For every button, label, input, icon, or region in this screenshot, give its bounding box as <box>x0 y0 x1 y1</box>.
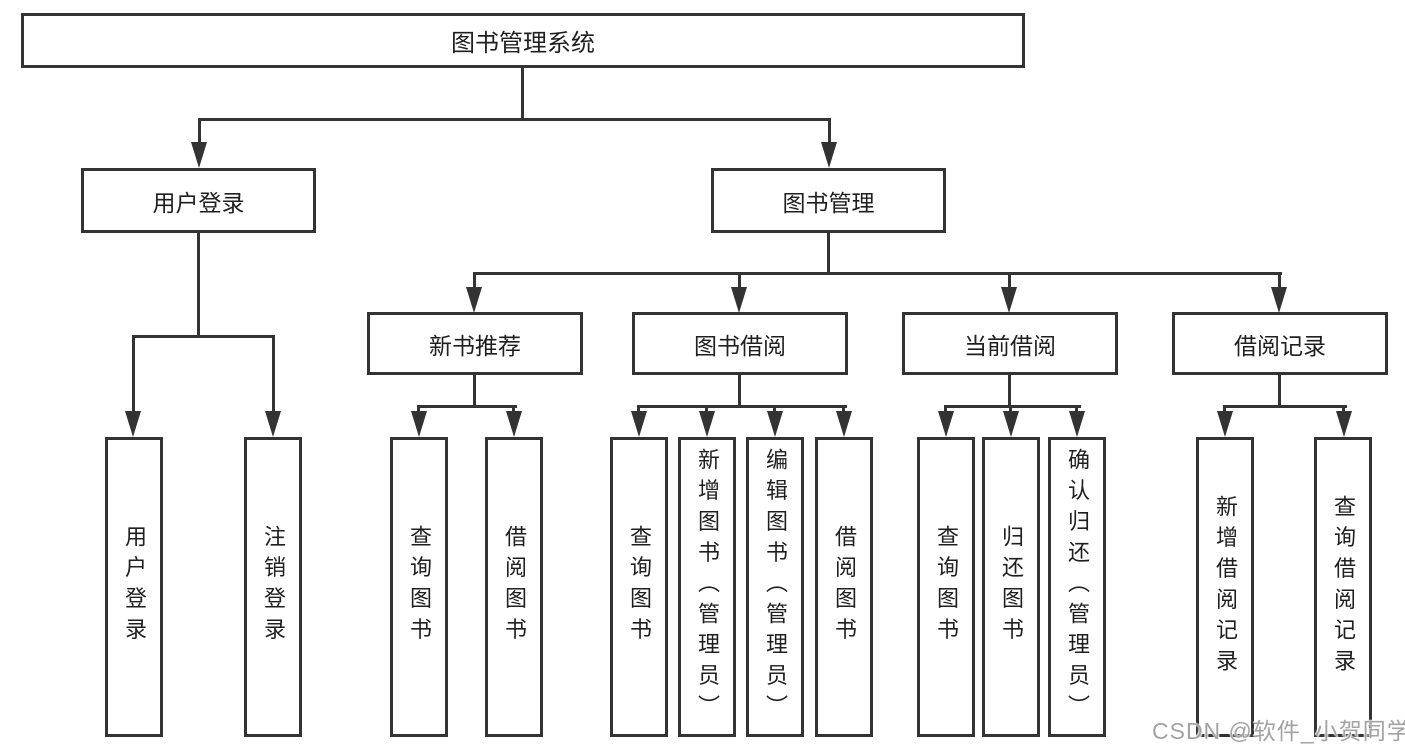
leaf-borrow-books: 借阅图书 <box>815 437 873 737</box>
node-label: 编辑图书（管理员） <box>763 448 788 726</box>
arrow-down-icon <box>191 142 207 168</box>
node-book-borrowing: 图书借阅 <box>632 312 848 375</box>
node-label: 确认归还（管理员） <box>1065 448 1090 726</box>
connector-line <box>1009 405 1012 415</box>
node-label: 图书借阅 <box>694 332 786 359</box>
node-label: 归还图书 <box>999 525 1024 649</box>
node-label: 新增借阅记录 <box>1213 494 1238 680</box>
connector-line <box>637 405 640 415</box>
connector-line <box>1342 405 1345 415</box>
connector-line <box>132 335 135 414</box>
connector-line <box>827 233 830 275</box>
node-label: 当前借阅 <box>964 332 1056 359</box>
connector-line <box>512 405 515 415</box>
leaf-query-books: 查询图书 <box>610 437 668 737</box>
node-user-login: 用户登录 <box>81 168 316 233</box>
leaf-return-books: 归还图书 <box>982 437 1040 737</box>
connector-line <box>1223 405 1226 415</box>
connector-line <box>198 118 201 145</box>
connector-line <box>1278 375 1281 408</box>
arrow-down-icon <box>699 411 715 437</box>
node-borrowing-records: 借阅记录 <box>1172 312 1388 375</box>
connector-line <box>705 405 708 415</box>
arrow-down-icon <box>731 287 747 313</box>
connector-line <box>1223 405 1347 408</box>
leaf-borrow-books: 借阅图书 <box>485 437 543 737</box>
leaf-query-books: 查询图书 <box>390 437 448 737</box>
connector-line <box>1008 272 1011 290</box>
node-library-management-system: 图书管理系统 <box>21 13 1025 68</box>
connector-line <box>198 118 831 121</box>
node-label: 查询图书 <box>934 525 959 649</box>
arrow-down-icon <box>938 411 954 437</box>
node-label: 新增图书（管理员） <box>695 448 720 726</box>
connector-line <box>828 118 831 145</box>
connector-line <box>417 405 420 415</box>
node-new-book-recommend: 新书推荐 <box>367 312 583 375</box>
connector-line <box>132 335 275 338</box>
node-label: 借阅记录 <box>1234 332 1326 359</box>
leaf-user-login: 用户登录 <box>105 437 163 737</box>
arrow-down-icon <box>1001 287 1017 313</box>
arrow-down-icon <box>836 411 852 437</box>
connector-line <box>944 405 1081 408</box>
arrow-down-icon <box>506 411 522 437</box>
node-label: 借阅图书 <box>832 525 857 649</box>
arrow-down-icon <box>1217 411 1233 437</box>
node-label: 图书管理 <box>782 189 875 216</box>
node-book-management: 图书管理 <box>711 168 946 233</box>
leaf-add-books-admin: 新增图书（管理员） <box>678 437 736 737</box>
node-label: 借阅图书 <box>502 525 527 649</box>
arrow-down-icon <box>466 287 482 313</box>
arrow-down-icon <box>1003 411 1019 437</box>
arrow-down-icon <box>125 411 141 437</box>
leaf-query-books: 查询图书 <box>917 437 975 737</box>
node-label: 注销登录 <box>261 525 286 649</box>
csdn-watermark: CSDN @软件_小贺同学 <box>1152 718 1405 744</box>
arrow-down-icon <box>821 142 837 168</box>
node-label: 新书推荐 <box>429 332 521 359</box>
connector-line <box>197 233 200 338</box>
connector-line <box>417 405 517 408</box>
connector-line <box>1278 272 1281 290</box>
node-label: 用户登录 <box>122 525 147 649</box>
arrow-down-icon <box>767 411 783 437</box>
connector-line <box>944 405 947 415</box>
leaf-confirm-return-admin: 确认归还（管理员） <box>1048 437 1106 737</box>
connector-line <box>1008 375 1011 408</box>
node-current-borrowing: 当前借阅 <box>902 312 1118 375</box>
connector-line <box>637 405 847 408</box>
leaf-logout: 注销登录 <box>244 437 302 737</box>
arrow-down-icon <box>631 411 647 437</box>
connector-line <box>842 405 845 415</box>
leaf-query-borrow-record: 查询借阅记录 <box>1314 437 1372 737</box>
connector-line <box>473 272 476 290</box>
leaf-add-borrow-record: 新增借阅记录 <box>1196 437 1254 737</box>
node-label: 查询借阅记录 <box>1331 494 1356 680</box>
node-label: 查询图书 <box>407 525 432 649</box>
arrow-down-icon <box>1069 411 1085 437</box>
connector-line <box>473 375 476 408</box>
node-label: 用户登录 <box>152 189 245 216</box>
connector-line <box>738 375 741 408</box>
arrow-down-icon <box>1336 411 1352 437</box>
connector-line <box>773 405 776 415</box>
connector-line <box>521 68 524 118</box>
connector-line <box>272 335 275 414</box>
arrow-down-icon <box>1271 287 1287 313</box>
arrow-down-icon <box>411 411 427 437</box>
connector-line <box>1075 405 1078 415</box>
arrow-down-icon <box>265 411 281 437</box>
node-label: 图书管理系统 <box>451 30 595 57</box>
connector-line <box>738 272 741 290</box>
leaf-edit-books-admin: 编辑图书（管理员） <box>746 437 804 737</box>
node-label: 查询图书 <box>627 525 652 649</box>
connector-line <box>473 272 1282 275</box>
